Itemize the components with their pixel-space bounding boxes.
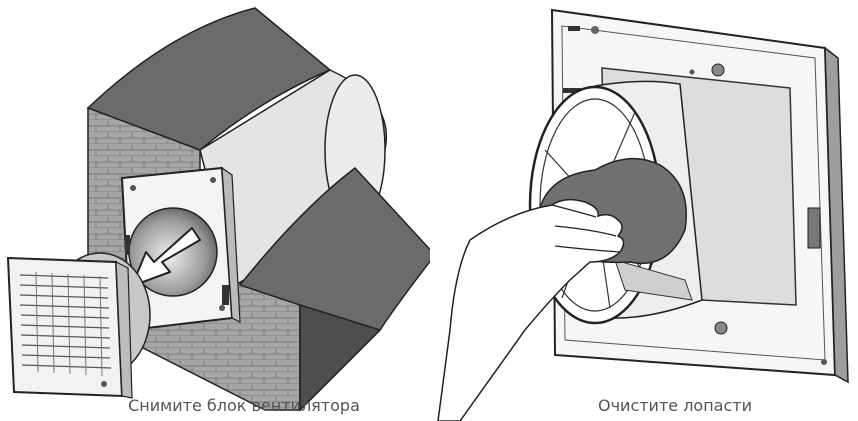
removal-arrow-icon [131, 227, 201, 287]
illustration-remove-fan-unit: Снимите блок вентилятора [6, 7, 430, 415]
hand [437, 198, 625, 421]
wall-bottom-section [238, 166, 430, 412]
hand-with-cloth [437, 157, 687, 421]
fan-grille-unit [6, 252, 151, 399]
illustration-clean-blades: Очистите лопасти [430, 0, 858, 421]
wall-installation-drawing [6, 7, 430, 412]
wall-top-section [86, 7, 332, 151]
caption-clean-blades: Очистите лопасти [597, 396, 753, 415]
caption-remove-fan-unit: Снимите блок вентилятора [128, 396, 360, 415]
fan-cleaning-drawing [437, 8, 849, 421]
